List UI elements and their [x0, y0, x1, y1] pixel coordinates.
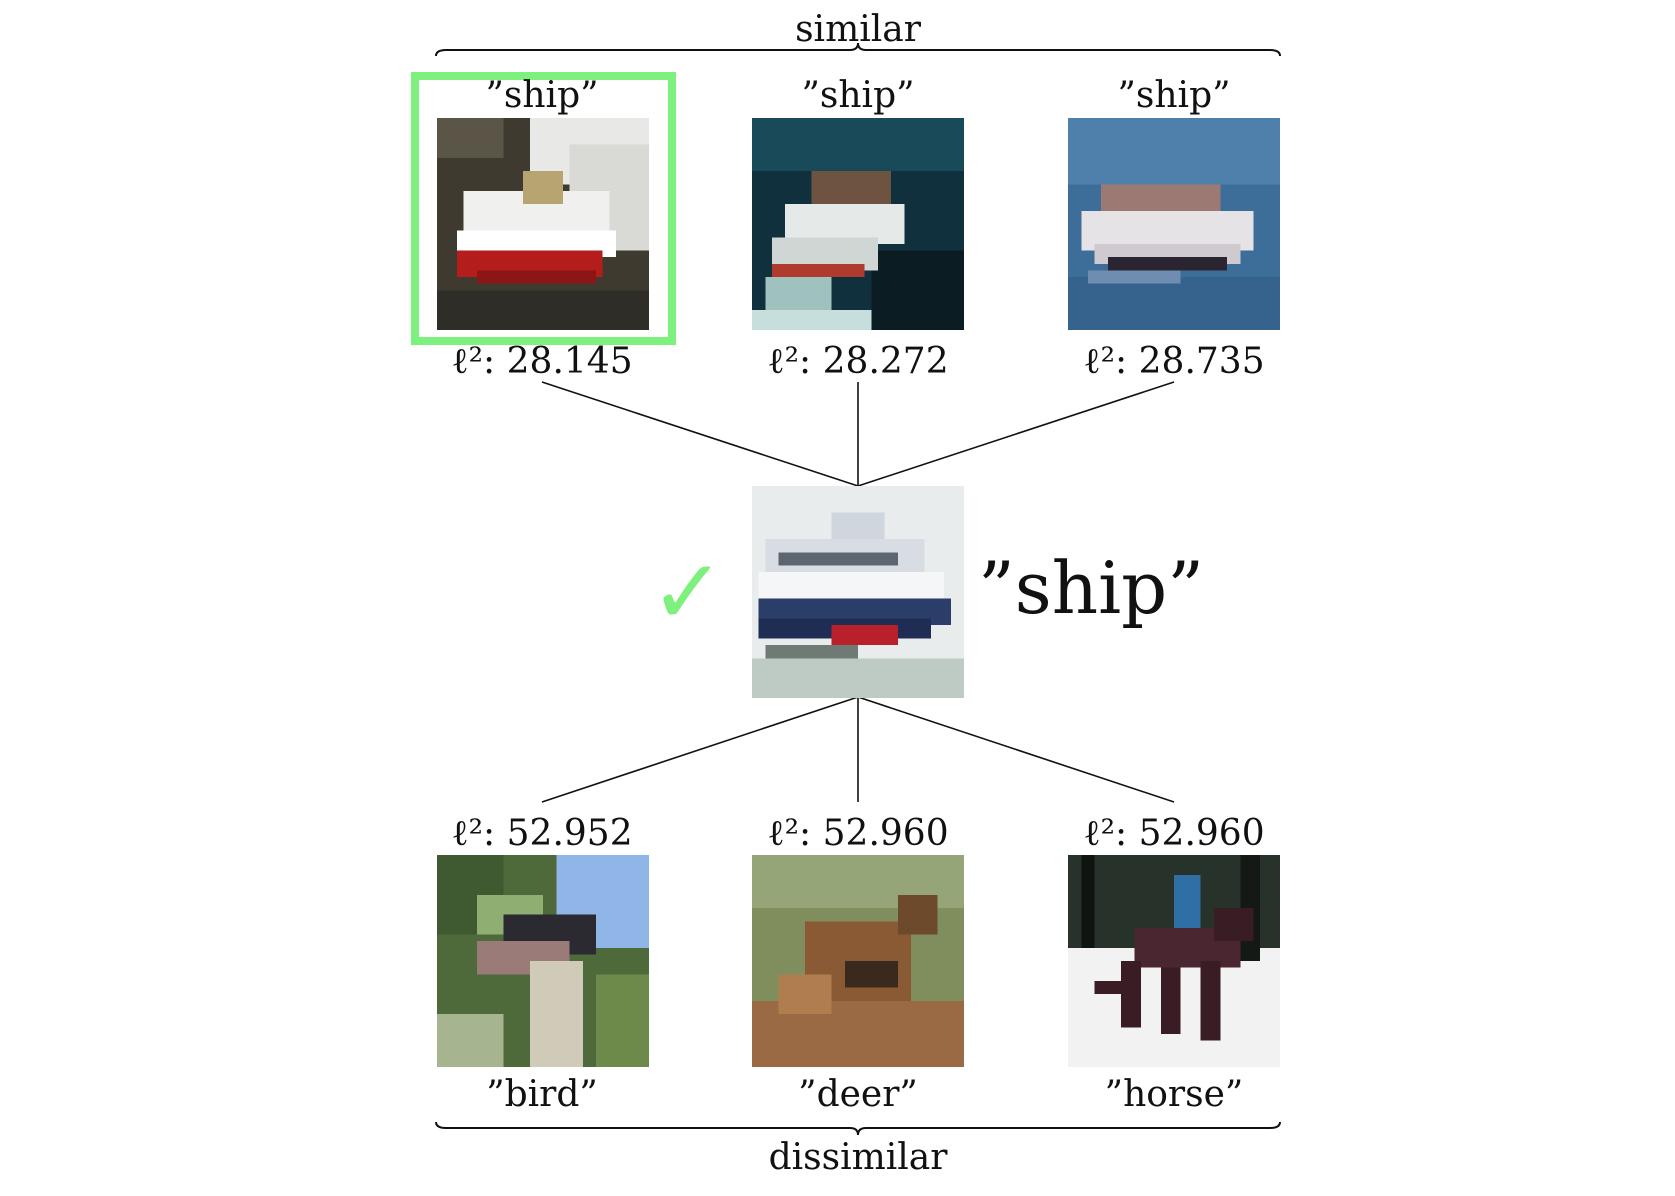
ship-thumbnail-2	[752, 118, 964, 330]
distance-number: 52.952	[506, 813, 633, 854]
distance-value: ℓ²: 28.145	[451, 344, 632, 380]
distance-prefix: ℓ²:	[1083, 813, 1128, 854]
distance-value: ℓ²: 28.272	[767, 344, 948, 380]
distance-number: 52.960	[822, 813, 949, 854]
dissimilar-label: dissimilar	[768, 1137, 948, 1178]
connector-line	[541, 696, 859, 803]
nearest-neighbor-highlight	[411, 72, 676, 345]
distance-number: 28.145	[506, 341, 633, 382]
neighbor-label: ”ship”	[485, 75, 599, 116]
connector-line	[857, 381, 1175, 487]
distance-number: 28.272	[822, 341, 949, 382]
query-label: ”ship”	[978, 546, 1205, 630]
distance-value: ℓ²: 52.960	[767, 816, 948, 852]
distance-value: ℓ²: 52.952	[451, 816, 632, 852]
query-thumbnail	[752, 486, 964, 698]
neighbor-label: ”horse”	[1104, 1074, 1244, 1115]
connector-line	[541, 381, 859, 487]
distance-prefix: ℓ²:	[451, 813, 496, 854]
distance-number: 28.735	[1138, 341, 1265, 382]
bottom-brace	[435, 1121, 1281, 1136]
ship-thumbnail-1	[437, 118, 649, 330]
distance-value: ℓ²: 28.735	[1083, 344, 1264, 380]
neighbor-label: ”ship”	[1117, 75, 1231, 116]
distance-prefix: ℓ²:	[767, 813, 812, 854]
neighbor-label: ”bird”	[486, 1074, 598, 1115]
distance-number: 52.960	[1138, 813, 1265, 854]
horse-thumbnail	[1068, 855, 1280, 1067]
neighbor-label: ”deer”	[798, 1074, 918, 1115]
bird-thumbnail	[437, 855, 649, 1067]
distance-value: ℓ²: 52.960	[1083, 816, 1264, 852]
deer-thumbnail	[752, 855, 964, 1067]
neighbor-label: ”ship”	[801, 75, 915, 116]
ship-thumbnail-3	[1068, 118, 1280, 330]
connector-line	[857, 696, 1175, 803]
distance-prefix: ℓ²:	[451, 341, 496, 382]
similar-label: similar	[795, 9, 921, 50]
top-brace	[435, 42, 1281, 57]
checkmark-icon: ✓	[650, 540, 726, 645]
distance-prefix: ℓ²:	[767, 341, 812, 382]
distance-prefix: ℓ²:	[1083, 341, 1128, 382]
